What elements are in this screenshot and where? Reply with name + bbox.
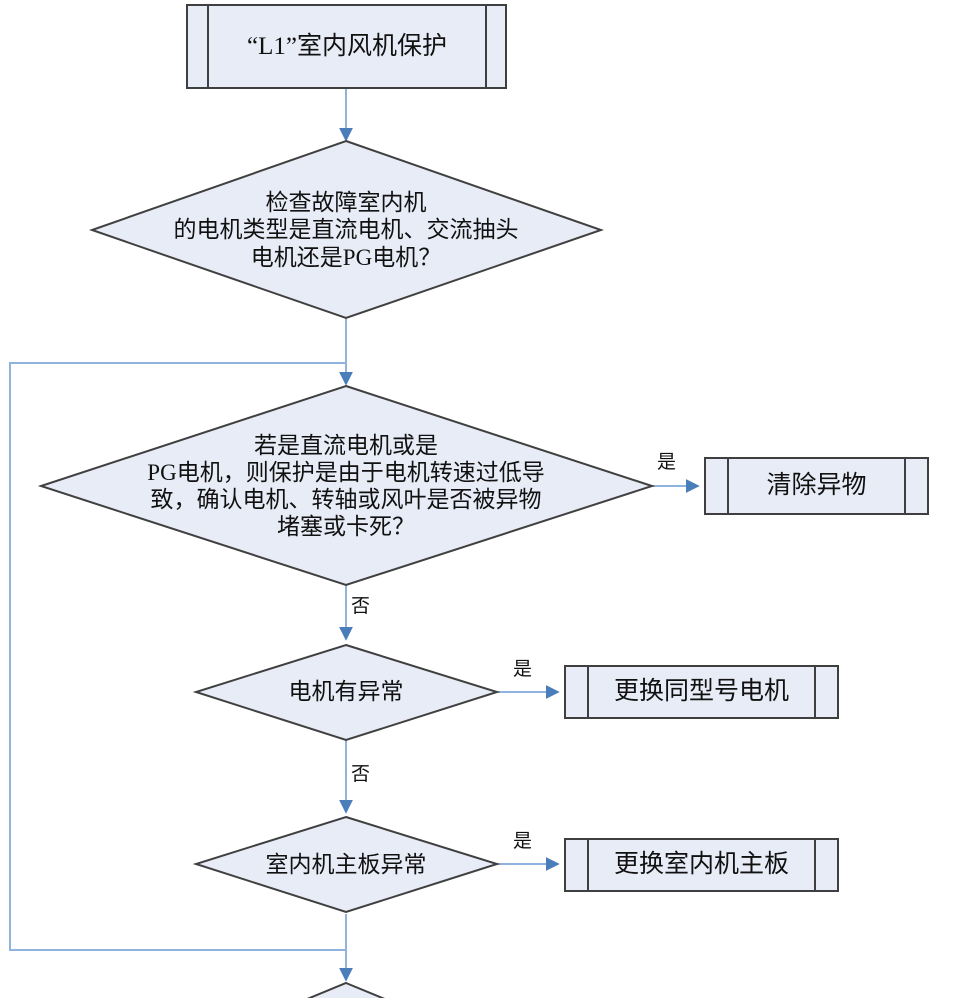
node-clear-foreign-object[interactable]	[704, 457, 929, 515]
node-replace-motor[interactable]	[564, 665, 839, 719]
edge-label-motor-no: 否	[351, 764, 371, 785]
connectors-group	[9, 88, 700, 982]
edge-label-blocked-yes: 是	[657, 452, 677, 473]
node-next-step-cutoff[interactable]	[232, 981, 460, 998]
node-check-motor-type[interactable]	[88, 139, 605, 320]
node-start[interactable]	[186, 4, 507, 89]
edge-label-mainboard-yes: 是	[513, 831, 533, 852]
shapes-group	[37, 4, 929, 998]
edge-loopback-rail	[9, 362, 346, 951]
node-replace-indoor-mainboard[interactable]	[564, 838, 839, 892]
edge-label-motor-yes: 是	[513, 659, 533, 680]
node-dc-or-pg-blocked[interactable]	[37, 384, 656, 587]
node-motor-abnormal[interactable]	[192, 643, 501, 742]
edge-label-blocked-no: 否	[351, 596, 371, 617]
node-indoor-mainboard-abnormal[interactable]	[192, 815, 501, 914]
